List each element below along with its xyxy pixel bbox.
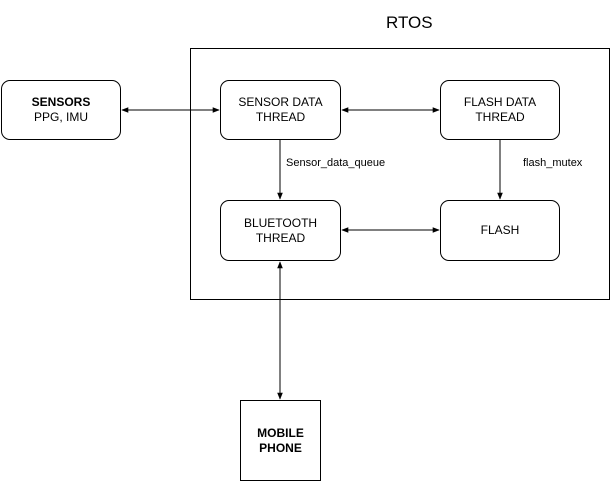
flash-data-thread-node: FLASH DATA THREAD bbox=[440, 80, 560, 140]
sensors-title: SENSORS bbox=[31, 95, 91, 109]
bluetooth-thread-line2: THREAD bbox=[255, 230, 306, 245]
bluetooth-thread-line1: BLUETOOTH bbox=[243, 215, 318, 230]
mobile-phone-node: MOBILE PHONE bbox=[240, 400, 321, 481]
sensor-data-thread-line1: SENSOR DATA bbox=[238, 95, 323, 109]
rtos-title: RTOS bbox=[386, 13, 433, 32]
flash-data-thread-line2: THREAD bbox=[475, 110, 525, 124]
flash-line1: FLASH bbox=[480, 223, 520, 237]
flash-mutex-label: flash_mutex bbox=[523, 157, 583, 169]
sensors-subtitle: PPG, IMU bbox=[33, 110, 88, 124]
bluetooth-thread-node: BLUETOOTH THREAD bbox=[220, 200, 341, 261]
rtos-region bbox=[190, 48, 610, 300]
flash-node: FLASH bbox=[440, 200, 560, 261]
sensors-node: SENSORS PPG, IMU bbox=[1, 80, 121, 140]
sensor-data-thread-line2: THREAD bbox=[255, 110, 306, 124]
sensor-data-queue-label: Sensor_data_queue bbox=[286, 157, 386, 169]
sensor-data-thread-node: SENSOR DATA THREAD bbox=[220, 80, 341, 140]
mobile-phone-line2: PHONE bbox=[259, 440, 302, 455]
mobile-phone-line1: MOBILE bbox=[257, 425, 304, 440]
flash-data-thread-line1: FLASH DATA bbox=[463, 95, 537, 109]
